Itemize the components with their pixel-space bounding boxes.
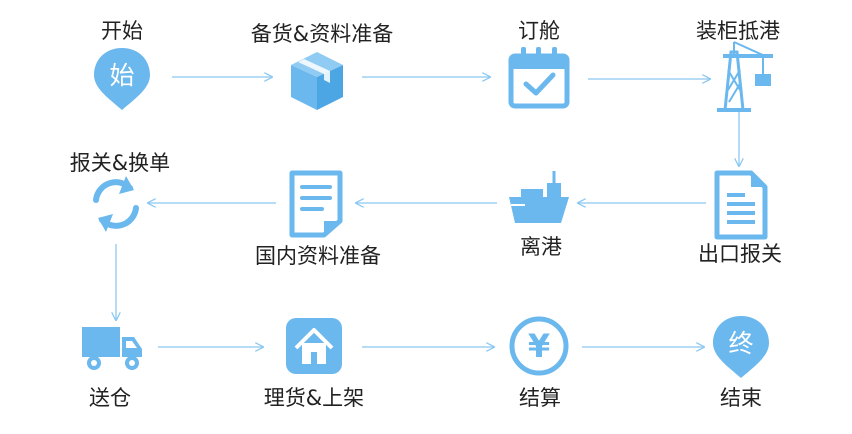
step-label-loading: 装柜抵港 bbox=[696, 19, 780, 43]
end-glyph: 终 bbox=[728, 329, 753, 358]
refresh-cycle-icon bbox=[93, 176, 139, 232]
cargo-ship-icon bbox=[509, 171, 569, 223]
step-label-settle: 结算 bbox=[519, 386, 561, 410]
step-label-booking: 订舱 bbox=[518, 19, 560, 43]
step-label-delivery: 送仓 bbox=[89, 386, 131, 410]
yen-coin-icon: ¥ bbox=[509, 316, 569, 376]
start-pin-icon: 始 bbox=[94, 48, 150, 110]
step-label-depart: 离港 bbox=[520, 235, 562, 259]
step-label-domestic: 国内资料准备 bbox=[255, 244, 381, 268]
step-label-export: 出口报关 bbox=[698, 242, 782, 266]
package-box-icon bbox=[291, 52, 343, 110]
document-icon bbox=[714, 170, 768, 240]
port-crane-icon bbox=[717, 41, 773, 112]
delivery-truck-icon bbox=[82, 327, 142, 370]
step-label-start: 开始 bbox=[101, 19, 143, 43]
step-label-customs: 报关&换单 bbox=[69, 151, 171, 175]
yen-glyph: ¥ bbox=[528, 327, 550, 365]
end-pin-icon: 终 bbox=[713, 316, 769, 378]
step-label-shelving: 理货&上架 bbox=[263, 386, 365, 410]
step-label-end: 结束 bbox=[720, 386, 762, 410]
start-glyph: 始 bbox=[109, 61, 134, 90]
warehouse-home-icon bbox=[286, 318, 342, 374]
paperwork-icon bbox=[289, 170, 343, 238]
step-label-prep: 备货&资料准备 bbox=[250, 22, 394, 46]
calendar-check-icon bbox=[508, 47, 570, 109]
